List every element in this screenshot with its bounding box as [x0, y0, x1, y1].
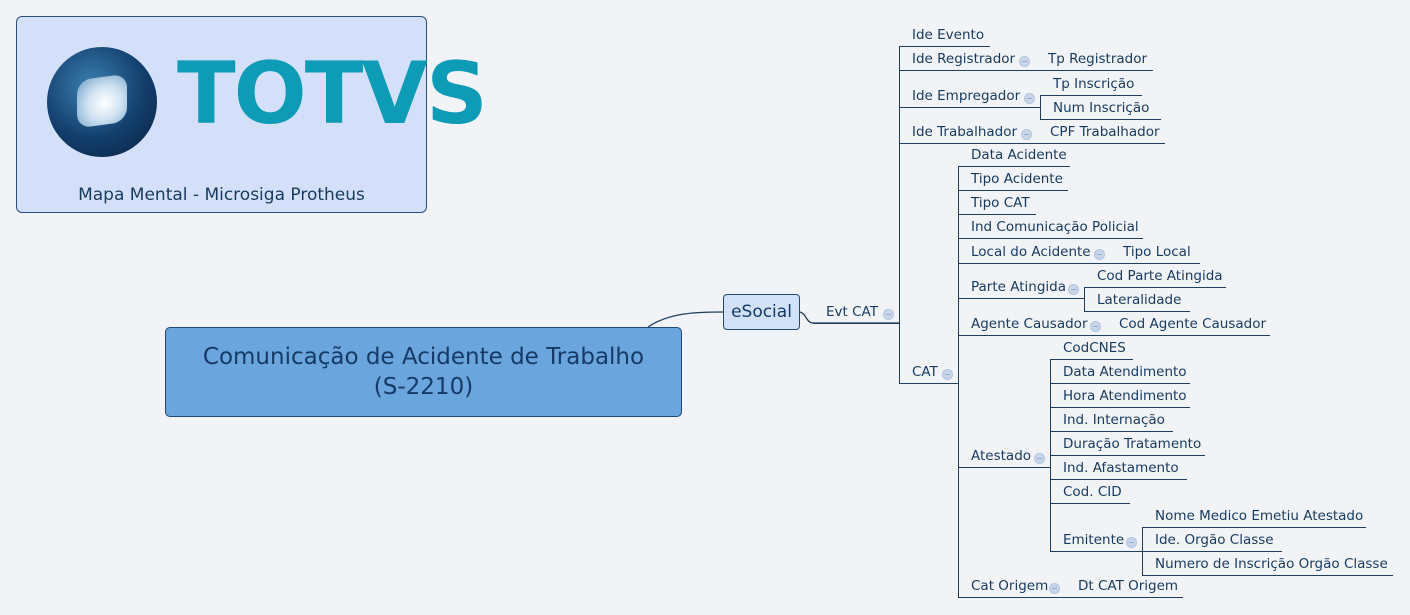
- topic-label: Tipo Local: [1123, 244, 1191, 260]
- topic-nome-medico[interactable]: Nome Medico Emetiu Atestado: [1142, 507, 1366, 528]
- topic-tp-inscricao[interactable]: Tp Inscrição: [1040, 75, 1142, 96]
- topic-cpf-trabalhador[interactable]: CPF Trabalhador: [1037, 123, 1165, 144]
- topic-parte-atingida[interactable]: Parte Atingida: [958, 278, 1084, 299]
- topic-ide-orgao[interactable]: Ide. Orgão Classe: [1142, 531, 1282, 552]
- topic-label: Tipo CAT: [971, 195, 1030, 211]
- topic-label: Cod. CID: [1063, 484, 1122, 500]
- topic-ide-empregador[interactable]: Ide Empregador: [899, 87, 1040, 108]
- topic-cat-origem[interactable]: Cat Origem: [958, 577, 1065, 598]
- topic-emitente[interactable]: Emitente: [1050, 531, 1142, 552]
- topic-evt[interactable]: Evt CAT: [813, 303, 899, 324]
- topic-label: Cod Agente Causador: [1119, 316, 1267, 332]
- connector-line: [958, 166, 959, 597]
- collapse-toggle-icon[interactable]: −: [1068, 284, 1079, 295]
- topic-label: Cat Origem: [971, 578, 1049, 594]
- topic-ind-afastamento[interactable]: Ind. Afastamento: [1050, 459, 1187, 480]
- collapse-toggle-icon[interactable]: −: [1034, 453, 1045, 464]
- topic-lateralidade[interactable]: Lateralidade: [1084, 291, 1190, 312]
- topic-ide-registrador[interactable]: Ide Registrador: [899, 50, 1035, 71]
- topic-label: CAT: [912, 364, 938, 380]
- topic-ind-comunicacao[interactable]: Ind Comunicação Policial: [958, 218, 1143, 239]
- collapse-toggle-icon[interactable]: −: [1049, 583, 1060, 594]
- topic-label: Ide Empregador: [912, 88, 1021, 104]
- topic-ide-trabalhador[interactable]: Ide Trabalhador: [899, 123, 1037, 144]
- topic-label: Ind Comunicação Policial: [971, 219, 1139, 235]
- topic-label: Dt CAT Origem: [1078, 578, 1179, 594]
- topic-cod-agente[interactable]: Cod Agente Causador: [1106, 315, 1270, 336]
- collapse-toggle-icon[interactable]: −: [942, 369, 953, 380]
- logo-wordmark: TOTVS: [177, 44, 488, 144]
- topic-label: Ind. Internação: [1063, 412, 1165, 428]
- topic-cod-cid[interactable]: Cod. CID: [1050, 483, 1130, 504]
- collapse-toggle-icon[interactable]: −: [883, 309, 894, 320]
- topic-label: Num Inscrição: [1053, 100, 1150, 116]
- topic-tipo-acidente[interactable]: Tipo Acidente: [958, 170, 1068, 191]
- topic-duracao[interactable]: Duração Tratamento: [1050, 435, 1205, 456]
- topic-num-inscricao[interactable]: Num Inscrição: [1040, 99, 1161, 120]
- topic-label: Ide Registrador: [912, 51, 1016, 67]
- topic-numero-inscricao[interactable]: Numero de Inscrição Orgão Classe: [1142, 555, 1393, 576]
- topic-label: Emitente: [1063, 532, 1125, 548]
- topic-label: Nome Medico Emetiu Atestado: [1155, 508, 1364, 524]
- topic-label: Ide. Orgão Classe: [1155, 532, 1274, 548]
- topic-label: Data Atendimento: [1063, 364, 1187, 380]
- topic-cod-parte[interactable]: Cod Parte Atingida: [1084, 267, 1226, 288]
- topic-label: Cod Parte Atingida: [1097, 268, 1223, 284]
- topic-label: CPF Trabalhador: [1050, 124, 1160, 140]
- topic-tp-registrador[interactable]: Tp Registrador: [1035, 50, 1153, 71]
- topic-local-acidente[interactable]: Local do Acidente: [958, 243, 1110, 264]
- topic-label: Evt CAT: [826, 304, 878, 320]
- connector-line: [1040, 95, 1041, 119]
- connector-line: [899, 46, 900, 383]
- topic-atestado[interactable]: Atestado: [958, 447, 1050, 468]
- topic-data-atendimento[interactable]: Data Atendimento: [1050, 363, 1190, 384]
- connector-line: [1084, 287, 1085, 311]
- collapse-toggle-icon[interactable]: −: [1019, 56, 1030, 67]
- topic-label: Parte Atingida: [971, 279, 1067, 295]
- topic-label: Local do Acidente: [971, 244, 1091, 260]
- topic-label: Atestado: [971, 448, 1032, 464]
- topic-label: Duração Tratamento: [1063, 436, 1202, 452]
- collapse-toggle-icon[interactable]: −: [1024, 93, 1035, 104]
- topic-tipo-local[interactable]: Tipo Local: [1110, 243, 1200, 264]
- central-topic[interactable]: Comunicação de Acidente de Trabalho (S-22…: [165, 327, 682, 417]
- topic-label: Numero de Inscrição Orgão Classe: [1155, 556, 1388, 572]
- central-topic-line2: (S-2210): [373, 374, 474, 400]
- topic-label: Ind. Afastamento: [1063, 460, 1179, 476]
- collapse-toggle-icon[interactable]: −: [1090, 321, 1101, 332]
- collapse-toggle-icon[interactable]: −: [1094, 249, 1105, 260]
- totvs-logo-icon: [47, 47, 157, 157]
- topic-data-acidente[interactable]: Data Acidente: [958, 146, 1070, 167]
- topic-hora-atendimento[interactable]: Hora Atendimento: [1050, 387, 1190, 408]
- topic-label: Tipo Acidente: [971, 171, 1063, 187]
- topic-dt-cat-origem[interactable]: Dt CAT Origem: [1065, 577, 1183, 598]
- topic-label: Tp Inscrição: [1053, 76, 1135, 92]
- topic-cat[interactable]: CAT: [899, 363, 958, 384]
- logo-panel: TOTVS Mapa Mental - Microsiga Protheus: [16, 16, 488, 213]
- collapse-toggle-icon[interactable]: −: [1126, 537, 1137, 548]
- topic-label: Tp Registrador: [1048, 51, 1148, 67]
- topic-tipo-cat[interactable]: Tipo CAT: [958, 194, 1036, 215]
- topic-label: CodCNES: [1063, 340, 1126, 356]
- topic-label: Ide Evento: [912, 27, 985, 43]
- topic-label: Lateralidade: [1097, 292, 1182, 308]
- collapse-toggle-icon[interactable]: −: [1021, 129, 1032, 140]
- topic-label: Ide Trabalhador: [912, 124, 1018, 140]
- topic-ind-internacao[interactable]: Ind. Internação: [1050, 411, 1173, 432]
- root-node-esocial[interactable]: eSocial: [723, 294, 800, 330]
- logo-caption: Mapa Mental - Microsiga Protheus: [78, 185, 365, 205]
- central-topic-line1: Comunicação de Acidente de Trabalho: [202, 344, 645, 370]
- topic-codcnes[interactable]: CodCNES: [1050, 339, 1133, 360]
- topic-label: Hora Atendimento: [1063, 388, 1187, 404]
- topic-label: Agente Causador: [971, 316, 1088, 332]
- topic-label: Data Acidente: [971, 147, 1067, 163]
- topic-ide-evento[interactable]: Ide Evento: [899, 26, 990, 47]
- topic-agente-causador[interactable]: Agente Causador: [958, 315, 1106, 336]
